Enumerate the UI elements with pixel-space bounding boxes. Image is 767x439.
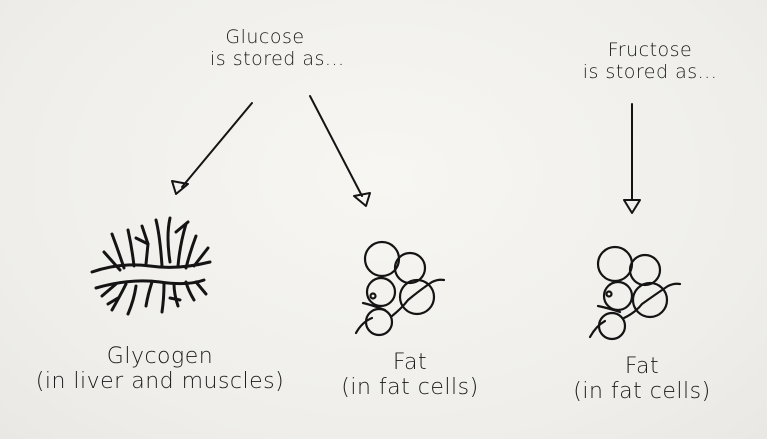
fat-subtitle: (in fat cells)	[573, 379, 711, 405]
fat-title: Fat	[392, 350, 428, 375]
fructose-title: Fructose	[607, 39, 693, 61]
fat-title: Fat	[624, 354, 660, 379]
fructose-label: Fructose is stored as...	[570, 39, 730, 84]
fat-label-right: Fat (in fat cells)	[562, 354, 722, 405]
glucose-label: Glucose is stored as...	[210, 26, 345, 71]
glucose-title: Glucose	[225, 26, 305, 48]
fat-cells-icon	[588, 245, 682, 341]
glycogen-subtitle: (in liver and muscles)	[35, 369, 285, 395]
fat-subtitle: (in fat cells)	[341, 375, 479, 401]
fructose-subtitle: is stored as...	[582, 60, 718, 83]
fat-cells-icon	[354, 240, 446, 337]
glucose-subtitle: is stored as...	[210, 47, 345, 70]
arrow-fructose-to-fat	[623, 103, 641, 214]
arrow-glucose-to-fat	[309, 95, 371, 207]
glycogen-icon	[90, 216, 212, 316]
glycogen-title: Glycogen	[106, 344, 214, 369]
glycogen-label: Glycogen (in liver and muscles)	[30, 344, 290, 395]
arrow-glucose-to-glycogen	[171, 102, 253, 195]
fat-label-left: Fat (in fat cells)	[330, 350, 490, 401]
